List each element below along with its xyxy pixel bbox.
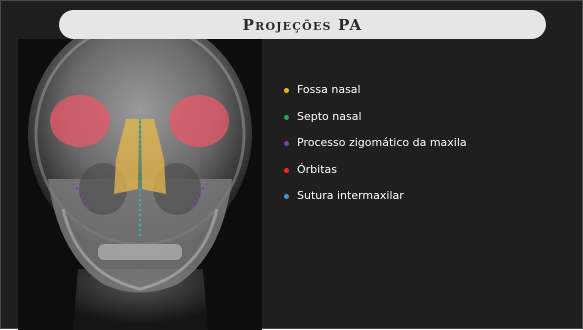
- legend-label: Septo nasal: [297, 109, 362, 123]
- bullet-icon: [284, 114, 289, 120]
- bullet-icon: [284, 194, 289, 199]
- legend-item: Órbitas: [284, 163, 579, 190]
- nasal-fossa-right-overlay: [141, 119, 166, 194]
- skull-xray-svg: [18, 39, 262, 330]
- title-banner: Projeções PA: [59, 10, 546, 39]
- nasal-fossa-left-overlay: [114, 119, 139, 194]
- zygomatic-left-overlay: [72, 183, 90, 210]
- orbit-right-overlay: [169, 95, 229, 147]
- legend-list: Fossa nasal Septo nasal Processo zigomát…: [284, 83, 579, 216]
- bullet-icon: [284, 141, 289, 146]
- zygomatic-right-overlay: [190, 183, 208, 210]
- slide-title: Projeções PA: [242, 15, 363, 34]
- legend-label: Órbitas: [297, 162, 338, 176]
- legend-item: Septo nasal: [284, 110, 579, 137]
- legend-item: Processo zigomático da maxila: [284, 136, 579, 163]
- legend-label: Sutura intermaxilar: [297, 189, 404, 202]
- bullet-icon: [284, 167, 289, 173]
- skull-xray-pa-image: [18, 39, 262, 330]
- legend-item: Sutura intermaxilar: [284, 189, 579, 216]
- legend-item: Fossa nasal: [284, 83, 579, 110]
- legend-label: Processo zigomático da maxila: [297, 136, 467, 149]
- orbit-left-overlay: [50, 95, 110, 147]
- bullet-icon: [284, 88, 289, 93]
- legend-label: Fossa nasal: [297, 83, 361, 96]
